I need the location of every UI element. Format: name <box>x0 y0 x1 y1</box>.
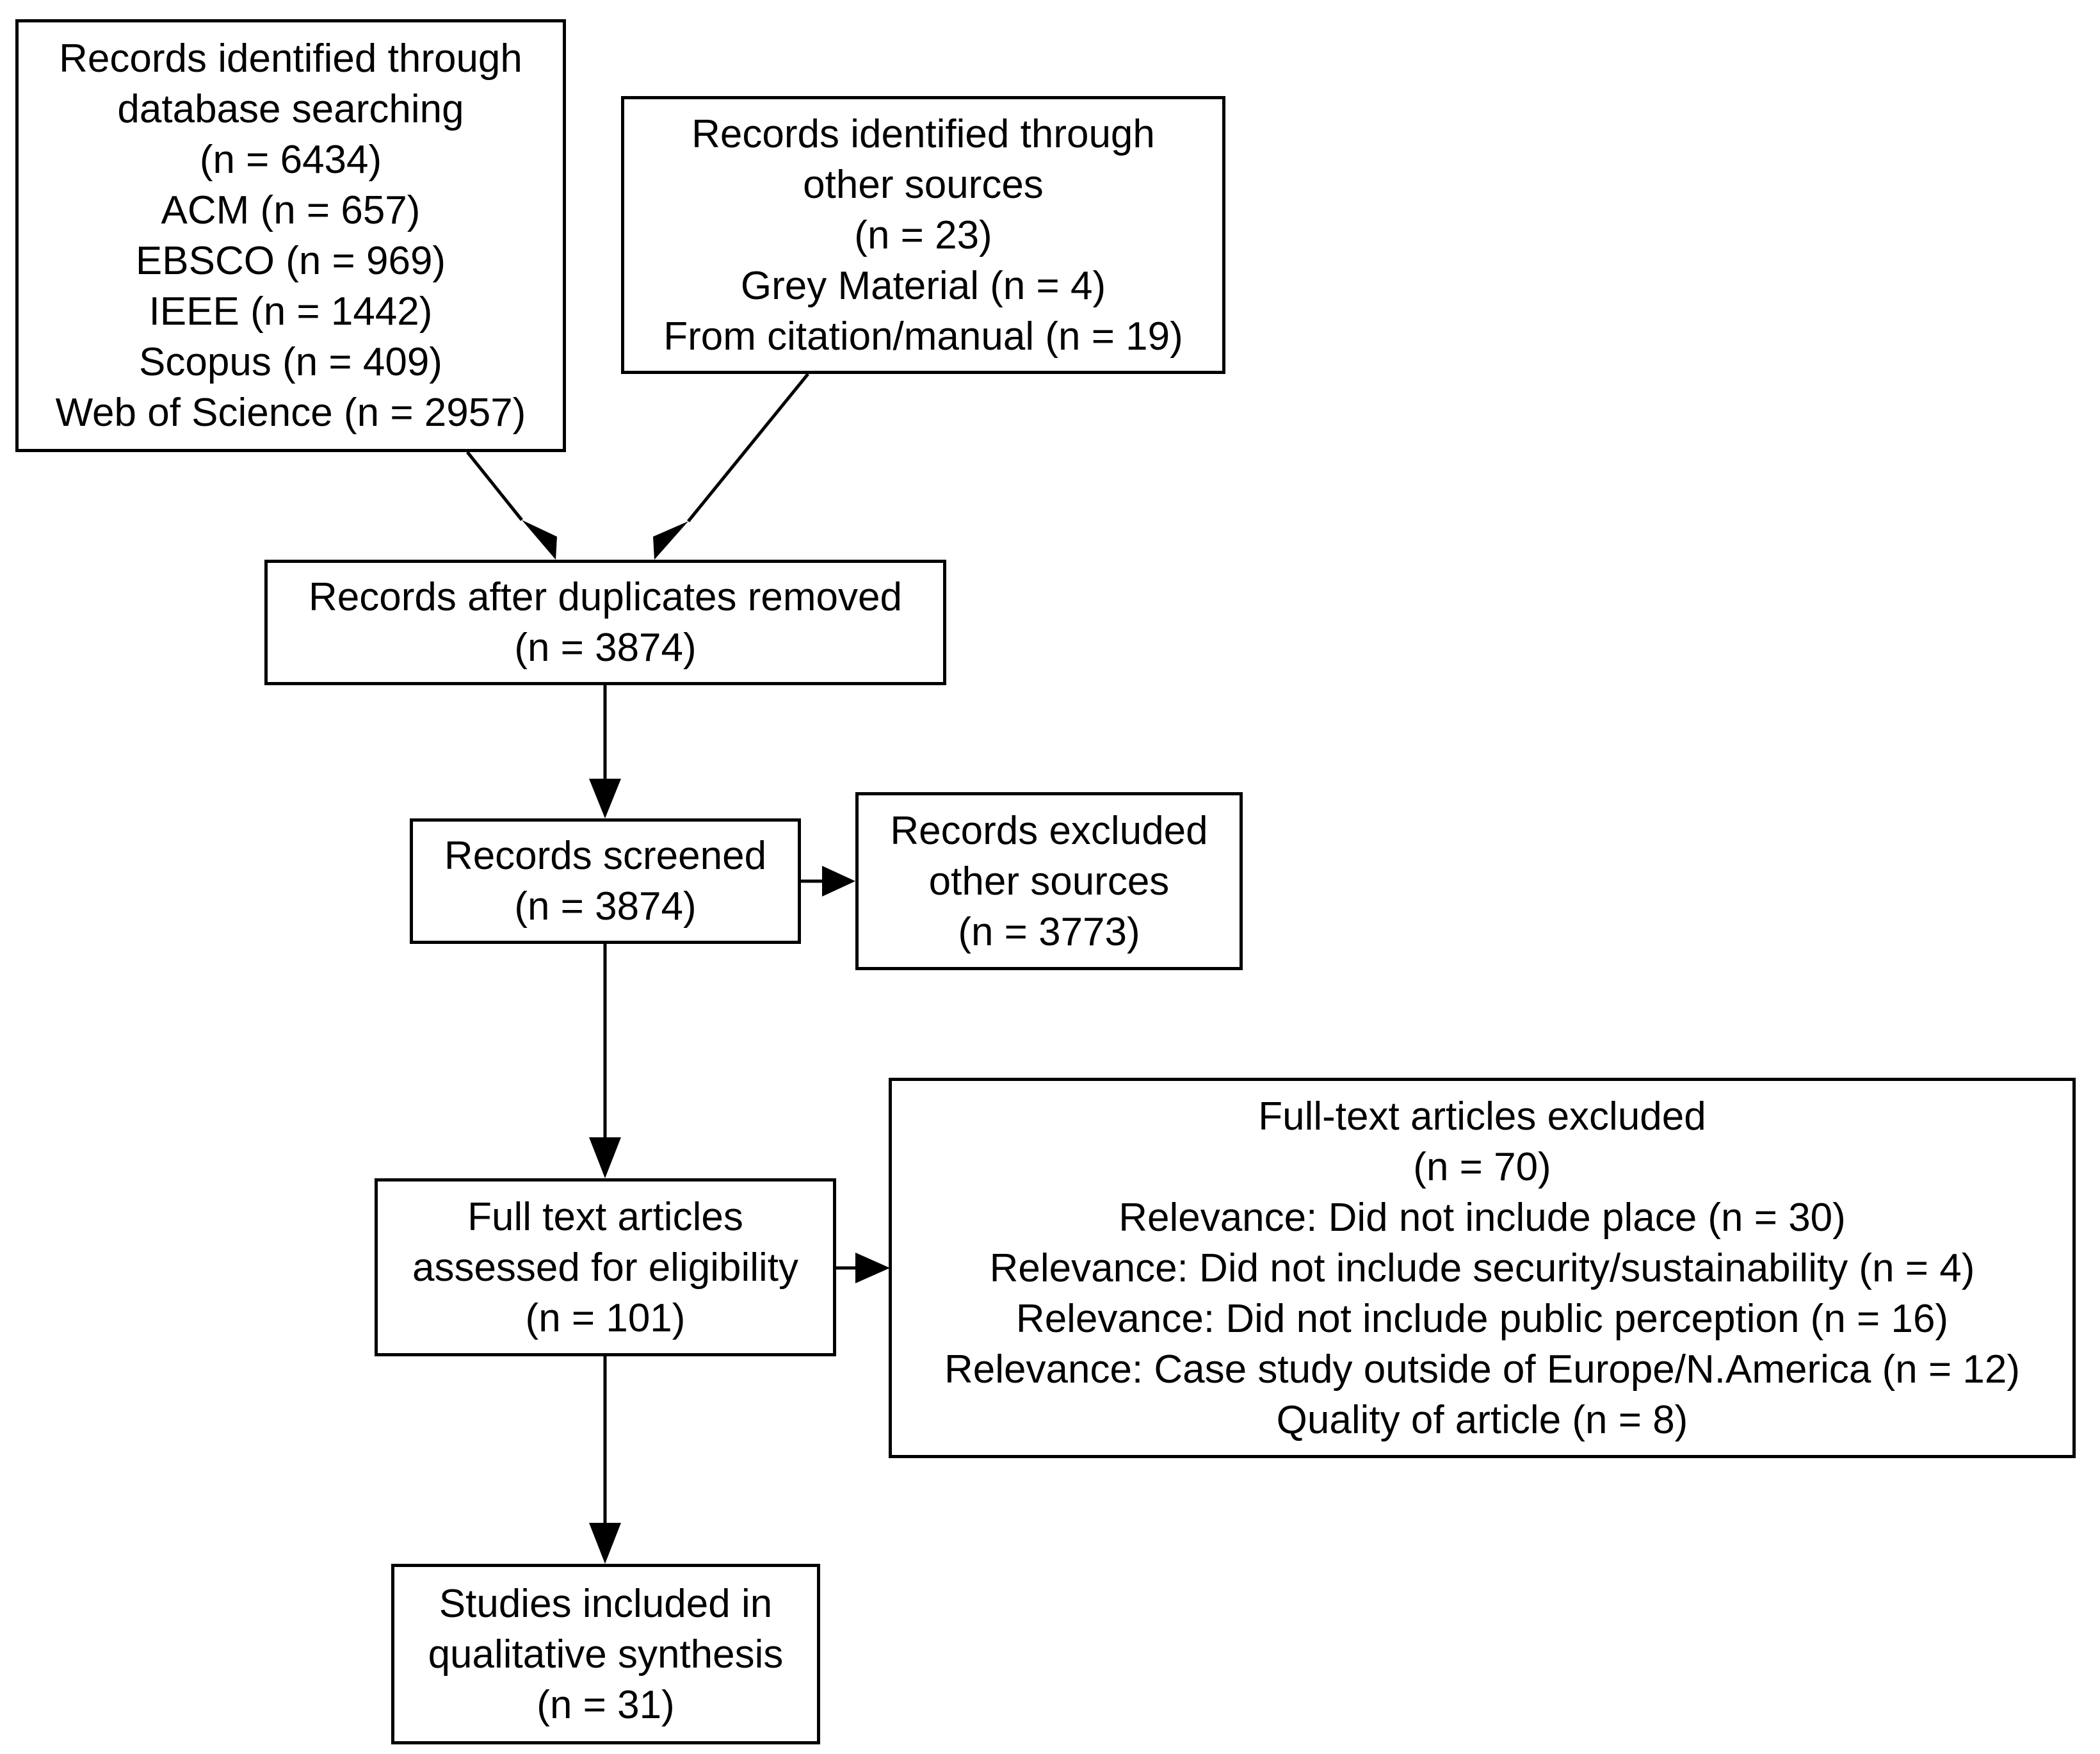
box-text-line: Records excluded <box>890 808 1208 853</box>
arrow-other-to-duplicates <box>653 373 809 560</box>
box-text-line: Relevance: Did not include security/sust… <box>989 1246 1975 1290</box>
records-other-sources-box: Records identified through other sources… <box>621 96 1225 374</box>
box-text-line: EBSCO (n = 969) <box>135 239 446 283</box>
box-text-line: (n = 70) <box>1413 1144 1551 1189</box>
arrow-screened-to-fulltext <box>589 944 621 1178</box>
arrow-fulltext-to-excluded <box>836 1253 890 1283</box>
full-text-assessed-box: Full text articles assessed for eligibil… <box>375 1178 836 1356</box>
records-after-duplicates-box: Records after duplicates removed (n = 38… <box>264 560 946 685</box>
box-text-line: Web of Science (n = 2957) <box>55 391 526 435</box>
box-text-line: Relevance: Did not include public percep… <box>1015 1296 1949 1341</box>
studies-included-box: Studies included in qualitative synthesi… <box>391 1564 820 1744</box>
records-excluded-box: Records excluded other sources (n = 3773… <box>855 792 1243 970</box>
box-text-line: Scopus (n = 409) <box>139 340 442 384</box>
box-text-line: Records identified through <box>691 111 1155 156</box>
box-text-line: Records identified through <box>59 37 522 81</box>
box-text-line: Records screened <box>444 834 767 878</box>
box-text-line: (n = 23) <box>854 213 992 257</box>
box-text-line: (n = 6434) <box>199 138 382 182</box>
box-text-line: Relevance: Did not include place (n = 30… <box>1119 1195 1846 1240</box>
box-text-line: qualitative synthesis <box>428 1632 784 1677</box>
box-text-line: (n = 3874) <box>514 626 697 670</box>
arrow-fulltext-to-included <box>589 1356 621 1564</box>
box-text-line: (n = 3874) <box>514 884 697 929</box>
box-text-line: other sources <box>803 162 1044 207</box>
box-text-line: other sources <box>928 859 1170 904</box>
box-text-line: From citation/manual (n = 19) <box>663 314 1183 359</box>
box-text-line: (n = 101) <box>525 1295 686 1340</box>
full-text-excluded-box: Full-text articles excluded (n = 70) Rel… <box>889 1078 2076 1458</box>
arrow-database-to-duplicates <box>466 451 557 560</box>
box-text-line: IEEE (n = 1442) <box>149 289 433 334</box>
box-text-line: Full-text articles excluded <box>1258 1094 1706 1139</box>
box-text-line: Studies included in <box>439 1581 773 1626</box>
box-text-line: Quality of article (n = 8) <box>1276 1397 1688 1442</box>
box-text-line: Grey Material (n = 4) <box>740 263 1106 308</box>
arrow-duplicates-to-screened <box>589 685 621 818</box>
records-database-searching-box: Records identified through database sear… <box>15 19 566 452</box>
arrow-screened-to-excluded <box>801 866 855 897</box>
box-text-line: Full text articles <box>467 1194 743 1239</box>
box-text-line: database searching <box>117 87 464 131</box>
box-text-line: Relevance: Case study outside of Europe/… <box>944 1347 2021 1392</box>
records-screened-box: Records screened (n = 3874) <box>410 818 801 944</box>
box-text-line: ACM (n = 657) <box>161 188 421 232</box>
box-text-line: assessed for eligibility <box>412 1245 799 1290</box>
box-text-line: (n = 3773) <box>958 909 1140 954</box>
box-text-line: (n = 31) <box>537 1682 675 1727</box>
box-text-line: Records after duplicates removed <box>308 575 902 619</box>
